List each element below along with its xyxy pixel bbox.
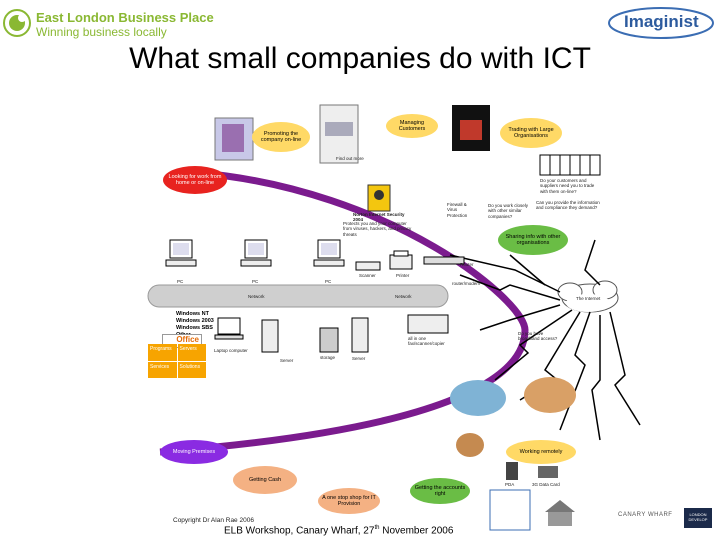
scanner-icon [355, 261, 381, 271]
bubble-sharing-info: Sharing info with other organisations [498, 225, 568, 255]
network-diagram-image [489, 489, 531, 531]
event-footer-post: November 2006 [379, 525, 454, 537]
label-pc-3: PC [325, 279, 332, 284]
bubble-home-access: Looking for work from home or on-line [163, 166, 227, 194]
windows-item: Windows 2003 [176, 318, 214, 324]
office-building-icon [539, 154, 601, 176]
bubble-promoting: Promoting the company on-line [252, 122, 310, 152]
act-software-icon [452, 105, 490, 151]
server-icon [351, 317, 369, 353]
label-pc-1: PC [177, 279, 184, 284]
server-icon [261, 319, 279, 353]
copyright-footer: Copyright Dr Alan Rae 2006 [173, 517, 254, 524]
label-datacard: 3G Data Card [532, 482, 560, 487]
canary-wharf-logo: CANARY WHARF [618, 512, 673, 518]
bubble-trading-large: Trading with Large Organisations [500, 118, 562, 148]
bubble-getting-cash: Getting Cash [233, 466, 297, 494]
label-router-sub: router/modem [452, 281, 481, 286]
datacard-icon [538, 466, 558, 478]
bubble-one-stop-shop: A one stop shop for IT Provision [318, 488, 380, 514]
label-internet: The Internet [576, 296, 601, 301]
label-norton: Norton Internet Security 2004 [353, 212, 405, 223]
router-icon [423, 256, 465, 265]
website-screenshot-icon [319, 104, 359, 164]
event-footer-pre: ELB Workshop, Canary Wharf, 27 [224, 525, 375, 537]
bubble-accounts: Getting the accounts right [410, 478, 470, 504]
imaginist-logo-text: Imaginist [624, 12, 699, 31]
london-logo: LONDON DEVELOP [684, 508, 712, 528]
house-icon [545, 500, 575, 526]
server-icon [319, 327, 339, 353]
imaginist-logo: Imaginist [606, 4, 716, 42]
label-server-1: Server [280, 358, 294, 363]
windows-item: Windows SBS [176, 325, 213, 331]
company-boundary-arc [159, 169, 529, 456]
pc-icon [165, 239, 197, 267]
label-network-left: Network [248, 294, 265, 299]
fax-scanner-copier-icon [407, 314, 449, 334]
label-router: Router [460, 262, 474, 267]
pc-icon [240, 239, 272, 267]
office-tile-programs: Programs [148, 344, 177, 361]
norton-box-icon [367, 184, 391, 212]
label-all-in-one: all in one fax/scanner/copier [408, 336, 445, 347]
label-find-out-more: Find out more [336, 156, 364, 161]
slide-title: What small companies do with ICT [129, 42, 591, 75]
software-box-icon [214, 117, 254, 161]
label-broadband: Do you have broadband access? [518, 331, 558, 342]
label-laptop: Laptop computer [214, 348, 248, 353]
label-customers-question: Do your customers and suppliers need you… [540, 178, 595, 194]
office-tile-services: Services [148, 361, 177, 378]
pc-icon [313, 239, 345, 267]
label-pc-2: PC [252, 279, 259, 284]
label-network-right: Network [395, 294, 412, 299]
office-tile-servers: Servers [177, 344, 206, 361]
label-share-question: Do you work closely with other similar c… [488, 203, 529, 219]
office-tiles: Programs Servers Services Solutions [148, 344, 206, 378]
internet-cloud-icon [557, 280, 619, 313]
event-footer: ELB Workshop, Canary Wharf, 27th Novembe… [224, 525, 453, 536]
windows-item: Windows NT [176, 311, 209, 317]
label-firewall: Firewall & Virus Protection [447, 202, 468, 218]
imaginist-logo-swoosh-icon [608, 7, 714, 39]
east-london-business-place-logo: East London Business Place Winning busin… [2, 4, 214, 40]
label-printer: Printer [396, 273, 410, 278]
network-cable [147, 284, 449, 308]
label-scanner: Scanner [359, 273, 376, 278]
remote-workers-image [450, 377, 576, 457]
elbp-logo-name: East London Business Place [36, 10, 214, 25]
pda-icon [506, 462, 518, 480]
printer-icon [389, 250, 413, 270]
label-norton-sub: Protects you and your computer from viru… [343, 221, 412, 237]
event-footer-sup: th [374, 525, 380, 531]
label-storage: storage [320, 355, 336, 360]
laptop-icon [214, 317, 244, 340]
bubble-moving-premises: Moving Premises [160, 440, 228, 464]
office-tile-solutions: Solutions [177, 361, 206, 378]
elbp-logo-mark-icon [3, 9, 31, 37]
label-pda: PDA [505, 482, 515, 487]
label-server-3: Server [352, 356, 366, 361]
label-info-question: Can you provide the information and comp… [536, 200, 600, 211]
bubble-managing-customers: Managing Customers [386, 114, 438, 138]
bubble-working-remotely: Working remotely [506, 440, 576, 464]
elbp-logo-tagline: Winning business locally [36, 25, 167, 39]
